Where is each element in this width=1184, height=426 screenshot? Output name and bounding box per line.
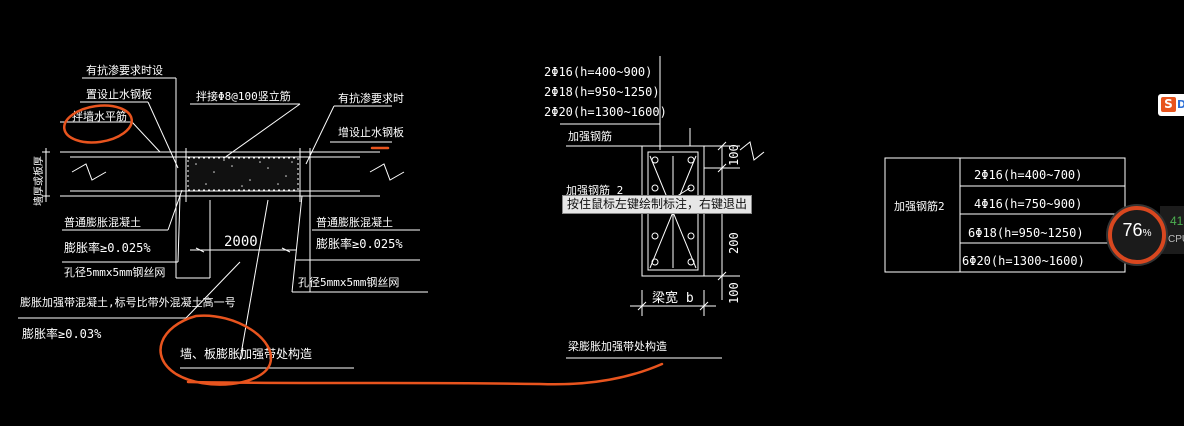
label-normal-concrete-right: 普通膨胀混凝土 [316, 215, 393, 229]
table-row: 6Φ18(h=950~1250) [968, 226, 1084, 240]
title-wall-slab: 墙、板膨胀加强带处构造 [180, 346, 312, 361]
label-expansion-right: 膨胀率≥0.025% [316, 236, 403, 251]
table-row: 6Φ20(h=1300~1600) [962, 254, 1085, 268]
label-dimension-2000: 2000 [224, 234, 258, 250]
perf-side-value: 41 [1170, 214, 1184, 228]
performance-gauge[interactable]: 76% [1108, 206, 1166, 264]
perf-side-label: CPU [1168, 234, 1184, 245]
label-band-concrete: 膨胀加强带混凝土,标号比带外混凝土高一号 [20, 295, 236, 309]
gauge-value-text: 76% [1122, 220, 1152, 240]
table-row: 4Φ16(h=750~900) [974, 197, 1082, 211]
label-band-expansion: 膨胀率≥0.03% [22, 326, 102, 341]
expansion-band-hatch [187, 157, 299, 191]
label-seal-left-2: 置设止水钢板 [86, 87, 152, 101]
label-seal-left-1: 有抗渗要求时设 [86, 63, 163, 77]
title-beam: 梁膨胀加强带处构造 [568, 339, 667, 353]
wall-slab-detail [18, 77, 428, 369]
dim-200: 200 [727, 232, 741, 254]
label-reinforcing-bar-2: 加强钢筋 2 [566, 183, 623, 197]
ime-toolbar-logo[interactable]: S D [1158, 94, 1184, 116]
rebar-spec-1: 2Φ16(h=400~900) [544, 65, 652, 79]
label-horizontal-bar: 拌墙水平筋 [72, 109, 127, 123]
rebar-spec-3: 2Φ20(h=1300~1600) [544, 105, 667, 119]
label-seal-right-2: 增设止水钢板 [338, 125, 404, 139]
label-mesh-right: 孔径5mmx5mm钢丝网 [298, 276, 399, 289]
label-seal-right-1: 有抗渗要求时 [338, 91, 404, 105]
label-wall-thickness: 墙厚或板厚 [32, 156, 45, 206]
dim-100-top: 100 [727, 144, 741, 166]
label-beam-width: 梁宽 b [652, 290, 694, 306]
dim-100-bottom: 100 [727, 282, 741, 304]
cad-cursor-tooltip: 按住鼠标左键绘制标注，右键退出 [562, 195, 753, 214]
label-stirrup: 拌接Φ8@100竖立筋 [196, 89, 291, 103]
table-row: 2Φ16(h=400~700) [974, 168, 1082, 182]
rebar-spec-2: 2Φ18(h=950~1250) [544, 85, 660, 99]
ime-logo-suffix: D [1177, 98, 1184, 111]
sogou-logo-icon: S [1161, 97, 1176, 112]
band-hatch-dots [195, 159, 293, 187]
beam-rebar-dots [651, 156, 695, 266]
label-mesh-left: 孔径5mmx5mm钢丝网 [64, 266, 165, 279]
label-expansion-left: 膨胀率≥0.025% [64, 240, 151, 255]
markup-annotations [62, 104, 664, 386]
label-reinforcing-bar: 加强钢筋 [568, 129, 612, 143]
label-normal-concrete-left: 普通膨胀混凝土 [64, 215, 141, 229]
table-header: 加强钢筋2 [894, 199, 945, 213]
